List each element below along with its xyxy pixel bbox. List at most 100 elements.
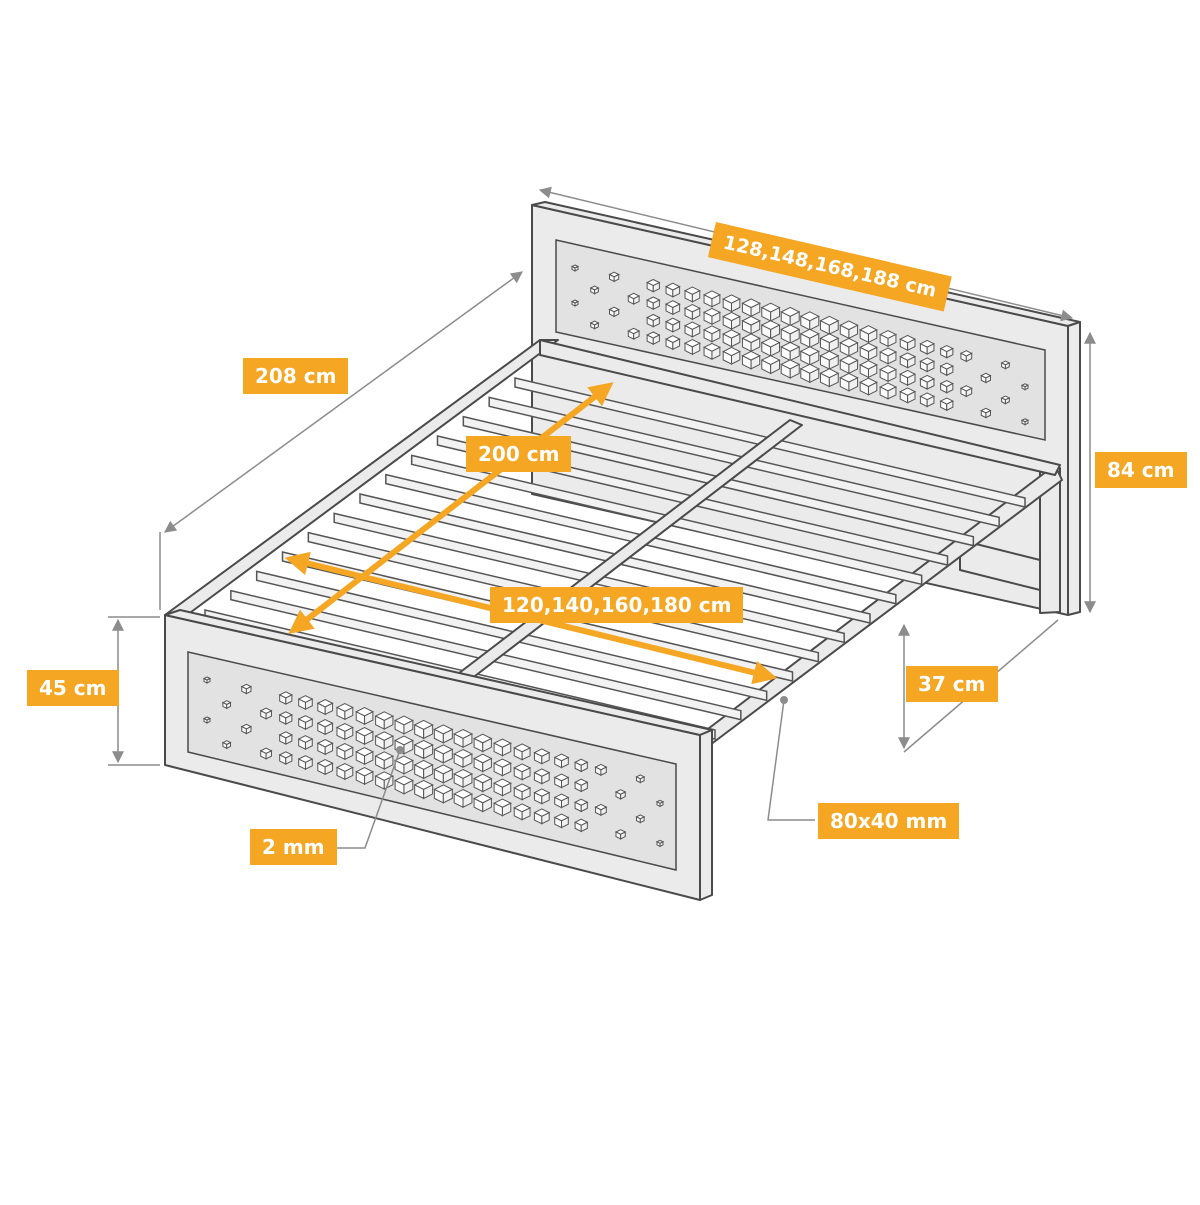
cube-face bbox=[245, 685, 252, 695]
cube-face bbox=[907, 338, 916, 352]
total-length-label: 208 cm bbox=[243, 358, 349, 394]
cube-face bbox=[965, 352, 973, 363]
cube-face bbox=[985, 374, 991, 384]
cube-face bbox=[285, 734, 293, 745]
cube-face bbox=[521, 787, 531, 801]
cube-face bbox=[226, 701, 232, 710]
cube-face bbox=[659, 800, 664, 808]
cube-face bbox=[541, 771, 550, 785]
cube-face bbox=[887, 368, 897, 383]
cube-face bbox=[265, 709, 272, 720]
cube-face bbox=[600, 806, 607, 817]
cube-face bbox=[403, 779, 414, 795]
headboard-height-label: 84 cm bbox=[1095, 452, 1187, 488]
cube-face bbox=[462, 773, 473, 789]
back-leg bbox=[959, 467, 1061, 614]
cube-face bbox=[442, 728, 453, 744]
cube-face bbox=[633, 330, 640, 340]
leg-height-label: 37 cm bbox=[906, 666, 998, 702]
cube-face bbox=[482, 757, 492, 773]
cube-face bbox=[580, 781, 588, 793]
cube-face bbox=[285, 714, 293, 725]
cube-face bbox=[809, 368, 820, 384]
cube-face bbox=[867, 329, 878, 344]
cube-face bbox=[285, 694, 293, 705]
cube-face bbox=[1004, 362, 1010, 370]
cube-face bbox=[521, 767, 531, 781]
footboard bbox=[164, 609, 713, 901]
cube-face bbox=[985, 409, 991, 419]
cube-face bbox=[423, 724, 434, 740]
cube-face bbox=[561, 756, 569, 769]
mattress-length-label: 200 cm bbox=[466, 436, 572, 472]
cube-face bbox=[383, 755, 394, 770]
cube-face bbox=[867, 346, 878, 361]
cube-face bbox=[501, 762, 512, 777]
cube-face bbox=[304, 758, 313, 771]
cube-face bbox=[501, 782, 512, 797]
cube-face bbox=[594, 322, 599, 330]
panel-thickness-label: 2 mm bbox=[250, 829, 337, 865]
footboard-height-label: 45 cm bbox=[27, 670, 119, 706]
cube-face bbox=[1024, 384, 1029, 391]
cube-face bbox=[946, 400, 954, 412]
cube-face bbox=[600, 766, 607, 777]
cube-face bbox=[344, 746, 354, 761]
cube-face bbox=[770, 359, 781, 375]
cube-face bbox=[442, 748, 453, 764]
cube-face bbox=[403, 739, 414, 755]
cube-face bbox=[867, 364, 878, 379]
cube-face bbox=[580, 801, 588, 813]
cube-face bbox=[946, 347, 954, 359]
cube-face bbox=[789, 363, 800, 379]
cube-face bbox=[285, 754, 293, 765]
cube-face bbox=[462, 733, 473, 749]
cube-face bbox=[383, 715, 394, 730]
cube-face bbox=[304, 718, 313, 731]
cube-face bbox=[423, 784, 434, 800]
cube-face bbox=[561, 776, 569, 789]
cube-face bbox=[672, 338, 681, 351]
cube-face bbox=[639, 816, 645, 824]
cube-face bbox=[887, 351, 897, 365]
cube-face bbox=[946, 365, 954, 377]
cube-face bbox=[364, 750, 374, 766]
cube-face bbox=[731, 333, 741, 348]
cube-face bbox=[364, 770, 374, 786]
cube-face bbox=[403, 719, 414, 735]
cube-face bbox=[304, 738, 313, 751]
cube-face bbox=[1024, 419, 1029, 426]
cube-face bbox=[482, 797, 492, 813]
cube-face bbox=[561, 816, 569, 829]
cube-face bbox=[324, 702, 334, 716]
cube-face bbox=[828, 372, 839, 388]
cube-face bbox=[304, 698, 313, 711]
tube-size-label: 80x40 mm bbox=[818, 803, 960, 839]
cube-face bbox=[867, 381, 878, 396]
cube-face bbox=[226, 741, 232, 750]
cube-face bbox=[907, 373, 916, 387]
cube-face bbox=[245, 725, 252, 735]
cube-face bbox=[711, 329, 721, 343]
cube-face bbox=[521, 807, 531, 821]
cube-face bbox=[442, 788, 453, 804]
cube-face bbox=[1004, 397, 1010, 405]
cube-face bbox=[364, 730, 374, 746]
cube-face bbox=[750, 354, 761, 370]
cube-face bbox=[926, 395, 935, 408]
cube-face bbox=[580, 761, 588, 773]
cube-face bbox=[946, 382, 954, 394]
cube-face bbox=[887, 386, 897, 400]
cube-face bbox=[344, 706, 354, 721]
cube-face bbox=[672, 320, 681, 333]
cube-face bbox=[423, 764, 434, 780]
cube-face bbox=[206, 717, 211, 724]
cube-face bbox=[206, 677, 211, 684]
cube-face bbox=[324, 722, 334, 736]
cube-face bbox=[265, 749, 272, 760]
cube-face bbox=[521, 747, 531, 761]
cube-face bbox=[541, 791, 550, 805]
cube-face bbox=[620, 831, 626, 840]
